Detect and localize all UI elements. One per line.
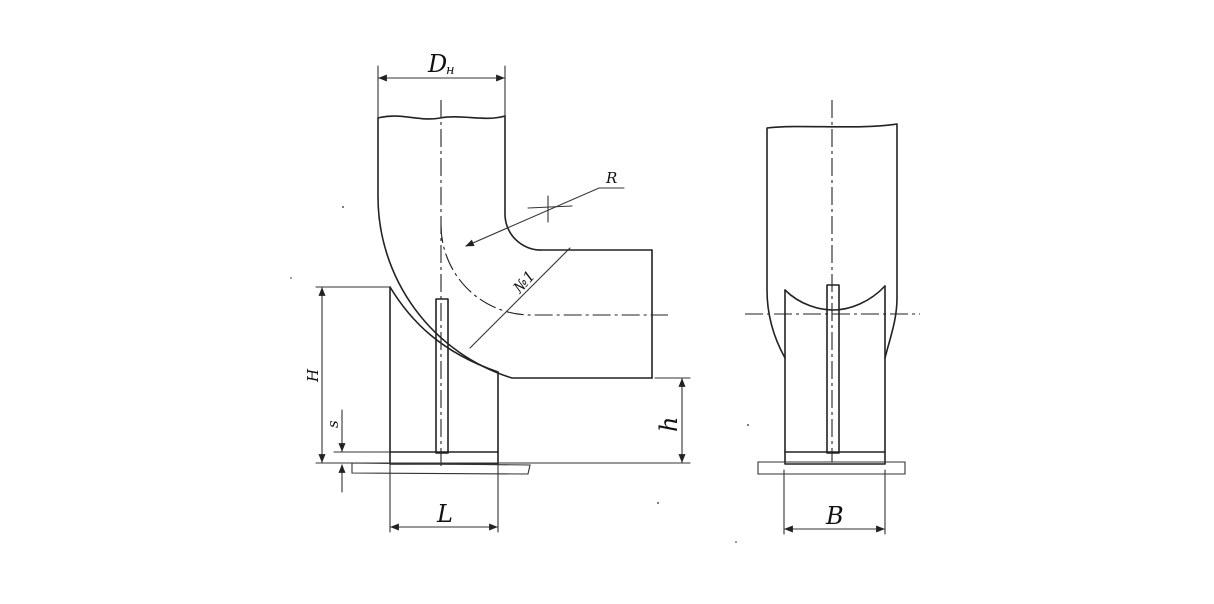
label-total-height: H [304,368,322,383]
scan-specks [290,206,749,543]
label-part-number: №1 [509,267,539,297]
front-view: D н R №1 H s h [304,50,691,533]
label-pipe-height: h [655,417,683,432]
dimension-width: B [784,502,885,533]
dimension-total-height: H [304,287,326,463]
label-outer-diameter: D [427,50,447,78]
support-rib-side [826,284,840,454]
dimension-thickness: s [324,409,346,493]
support-rib [435,298,449,454]
elbow-pipe [377,115,653,379]
dimension-radius: R [465,169,625,247]
dimension-outer-diameter: D н [378,50,505,82]
dimension-length: L [390,500,498,531]
saddle-side [784,285,886,311]
label-thickness: s [324,420,342,428]
label-length: L [436,500,453,528]
label-width: B [825,502,844,530]
label-outer-diameter-sub: н [446,63,455,78]
pipe-side [766,123,898,359]
dimension-pipe-height: h [655,378,686,463]
part-number-callout: №1 [469,247,571,349]
label-radius: R [605,169,617,187]
floor-line-front [351,462,531,475]
support-body [389,286,499,453]
horizontal-axis-front [440,224,668,316]
base-plate-side [784,451,886,465]
side-view: B [745,100,920,535]
floor-line-side [757,461,906,475]
